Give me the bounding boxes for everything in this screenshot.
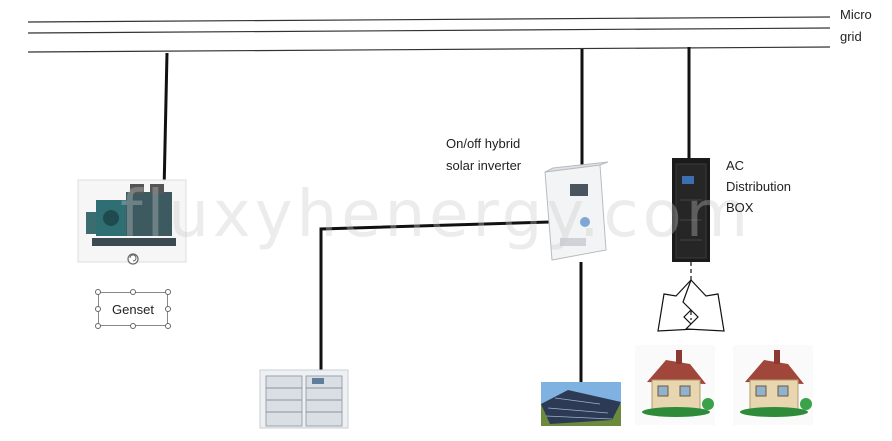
grid-line-middle <box>27 27 831 34</box>
split-arrow-icon <box>657 278 725 332</box>
inverter-label-line2: solar inverter <box>446 158 522 173</box>
solar-panel-icon <box>541 382 621 426</box>
genset-textbox[interactable]: Genset <box>95 289 171 329</box>
resize-handle[interactable] <box>130 323 136 329</box>
house-icon <box>635 345 715 425</box>
genset-connection <box>162 52 169 193</box>
genset-label: Genset <box>112 301 154 317</box>
inverter-label-line1: On/off hybrid <box>446 136 521 151</box>
grid-line-bottom <box>27 46 831 53</box>
resize-handle[interactable] <box>130 289 136 295</box>
inverter-icon <box>544 161 609 261</box>
ac-box-label-line2: Distribution <box>726 179 792 194</box>
resize-handle[interactable] <box>165 323 171 329</box>
grid-line-top <box>27 16 831 23</box>
distribution-cabinet-icon <box>672 158 710 262</box>
resize-handle[interactable] <box>165 306 171 312</box>
house-icon <box>733 345 813 425</box>
battery-connection <box>319 220 551 372</box>
resize-handle[interactable] <box>95 289 101 295</box>
micro-grid-label-line2: grid <box>840 29 862 44</box>
resize-handle[interactable] <box>165 289 171 295</box>
resize-handle[interactable] <box>95 306 101 312</box>
generator-icon <box>77 179 187 265</box>
battery-rack-icon <box>259 369 349 429</box>
ac-box-label-line3: BOX <box>726 200 754 215</box>
resize-handle[interactable] <box>95 323 101 329</box>
micro-grid-label-line1: Micro <box>840 7 872 22</box>
ac-box-label-line1: AC <box>726 158 745 173</box>
